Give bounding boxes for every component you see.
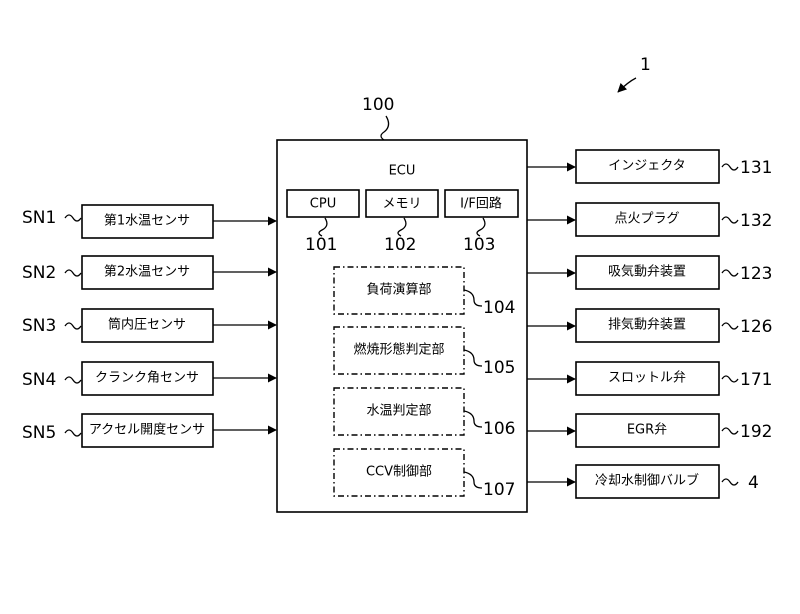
water-temp-unit-label: 水温判定部 (366, 404, 431, 419)
sensor-1-box (81, 204, 214, 239)
ecu-block: 100 ECU CPU 101 メモリ 102 I/F回路 103 負荷演算部 … (276, 95, 528, 513)
actuator-1-label: インジェクタ (608, 159, 685, 174)
actuator-1-ref-tilde (721, 163, 739, 171)
actuator-3-ref: 123 (740, 264, 772, 284)
sensor-5-label: アクセル開度センサ (89, 422, 205, 438)
sensor-1-label: 第1水温センサ (104, 214, 190, 229)
memory-box (365, 189, 439, 218)
actuator-6-ref: 192 (740, 422, 772, 442)
actuator-6-label: EGR弁 (627, 423, 667, 438)
ecu-ref-leader (380, 115, 390, 141)
actuator-3-box (575, 255, 720, 290)
memory-label: メモリ (382, 197, 421, 212)
figure-number-callout: 1 (617, 55, 651, 93)
load-calc-unit-leader (463, 289, 483, 307)
sensor-2-label: 第2水温センサ (104, 265, 190, 280)
actuator-7-label: 冷却水制御バルブ (595, 473, 699, 489)
if-circuit-box (444, 189, 519, 218)
figure-number-arrow (617, 77, 637, 93)
actuator-4-box (575, 308, 720, 343)
actuator-4-label: 排気動弁装置 (608, 317, 686, 333)
combustion-mode-unit-box (333, 326, 465, 375)
cpu-box (286, 189, 360, 218)
figure-number: 1 (640, 55, 651, 75)
actuator-5-ref-tilde (721, 375, 739, 383)
sensor-4-label: クランク角センサ (95, 371, 199, 386)
combustion-mode-unit-ref: 105 (483, 358, 515, 378)
actuator-1-box (575, 149, 720, 184)
actuator-5-box (575, 361, 720, 396)
actuator-7-ref-tilde (721, 478, 739, 486)
sensor-5-ref-tilde (64, 429, 82, 437)
sensor-1-ref-tilde (64, 214, 82, 222)
ecu-ref-label: 100 (362, 95, 394, 115)
if-circuit-label: I/F回路 (460, 196, 502, 212)
actuator-4-ref-tilde (721, 322, 739, 330)
sensor-3-ref: SN3 (22, 316, 56, 336)
cpu-ref-leader (318, 217, 328, 237)
water-temp-unit-ref: 106 (483, 419, 515, 439)
cpu-label: CPU (310, 197, 336, 212)
sensor-4-ref-tilde (64, 376, 82, 384)
sensor-2-ref: SN2 (22, 263, 56, 283)
actuator-7-ref: 4 (748, 473, 759, 493)
actuator-6-ref-tilde (721, 427, 739, 435)
sensor-4-ref: SN4 (22, 370, 56, 390)
ccv-control-unit-ref: 107 (483, 480, 515, 500)
actuator-2-box (575, 202, 720, 237)
actuator-6-box (575, 413, 720, 448)
sensor-3-box (81, 308, 214, 343)
cpu-ref: 101 (305, 235, 337, 255)
sensor-4-box (81, 361, 214, 396)
actuator-3-ref-tilde (721, 269, 739, 277)
memory-ref: 102 (384, 235, 416, 255)
sensor-1-ref: SN1 (22, 208, 56, 228)
ecu-title: ECU (389, 164, 416, 179)
ccv-control-unit-label: CCV制御部 (366, 465, 432, 480)
sensor-2-box (81, 255, 214, 290)
actuator-5-label: スロットル弁 (608, 371, 686, 386)
if-circuit-ref: 103 (463, 235, 495, 255)
actuator-group: インジェクタ 131 点火プラグ 132 吸気動弁装置 123 排気動弁装置 1… (527, 149, 772, 499)
actuator-1-ref: 131 (740, 158, 772, 178)
actuator-2-label: 点火プラグ (614, 212, 679, 227)
actuator-3-label: 吸気動弁装置 (608, 264, 686, 280)
sensor-5-box (81, 413, 214, 448)
sensor-5-ref: SN5 (22, 423, 56, 443)
sensor-group: SN1 第1水温センサ SN2 第2水温センサ SN3 筒内圧センサ SN4 ク… (22, 204, 277, 448)
sensor-3-label: 筒内圧センサ (108, 317, 186, 333)
memory-ref-leader (397, 217, 407, 237)
combustion-mode-unit-label: 燃焼形態判定部 (353, 342, 444, 358)
actuator-7-box (575, 464, 720, 499)
sensor-3-ref-tilde (64, 322, 82, 330)
sensor-2-ref-tilde (64, 269, 82, 277)
actuator-2-ref: 132 (740, 211, 772, 231)
ccv-control-unit-leader (463, 471, 483, 489)
water-temp-unit-leader (463, 410, 483, 428)
actuator-5-ref: 171 (740, 370, 772, 390)
if-circuit-ref-leader (476, 217, 486, 237)
load-calc-unit-ref: 104 (483, 298, 515, 318)
actuator-2-ref-tilde (721, 216, 739, 224)
actuator-4-ref: 126 (740, 317, 772, 337)
load-calc-unit-label: 負荷演算部 (366, 282, 431, 298)
combustion-mode-unit-leader (463, 349, 483, 367)
